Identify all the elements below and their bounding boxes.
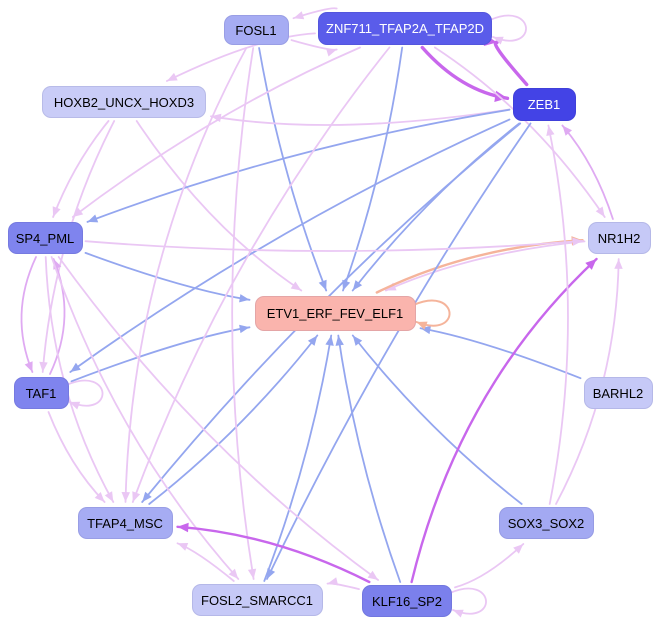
edge-znf711-tfap4 (131, 46, 391, 503)
edge-hoxb2-etv1 (135, 120, 303, 292)
node-znf711[interactable]: ZNF711_TFAP2A_TFAP2D (318, 11, 492, 45)
edge-sp4-taf1 (20, 256, 37, 373)
arrowhead-klf16-etv1 (335, 335, 344, 346)
edge-klf16-nr1h2 (410, 257, 598, 584)
edge-zeb1-taf1 (69, 118, 511, 373)
arrowhead-fosl1-fosl2 (247, 568, 257, 579)
edge-taf1-tfap4 (47, 411, 106, 503)
node-etv1[interactable]: ETV1_ERF_FEV_ELF1 (254, 295, 416, 331)
edge-fosl1-tfap4 (124, 47, 248, 503)
edge-barhl2-etv1 (419, 327, 582, 380)
arrowhead-zeb1-fosl2 (267, 568, 276, 579)
node-fosl2[interactable]: FOSL2_SMARCC1 (191, 584, 323, 616)
node-barhl2[interactable]: BARHL2 (583, 377, 653, 409)
edge-znf711-znf711 (489, 14, 527, 42)
arrowhead-zeb1-sp4 (87, 214, 99, 223)
arrowhead-sp4-nr1h2 (572, 237, 583, 246)
edge-klf16-etv1 (337, 334, 402, 583)
arrowhead-znf711-nr1h2 (595, 206, 605, 217)
arrowhead-sox3-etv1 (352, 335, 363, 346)
arrowhead-klf16-tfap4 (177, 522, 189, 533)
arrowhead-znf711-fosl1 (293, 11, 305, 20)
edge-znf711-nr1h2 (434, 46, 606, 218)
arrowhead-znf711-zeb1 (494, 90, 508, 102)
node-klf16[interactable]: KLF16_SP2 (362, 585, 452, 617)
edge-sp4-etv1 (84, 252, 251, 301)
edge-fosl1-fosl2 (231, 47, 255, 580)
edge-sp4-nr1h2 (84, 240, 584, 252)
node-sox3[interactable]: SOX3_SOX2 (498, 507, 594, 539)
edge-zeb1-znf711 (493, 40, 529, 87)
arrowhead-fosl1-tfap4 (121, 492, 130, 502)
edge-klf16-tfap4 (176, 525, 371, 584)
edge-fosl2-tfap4 (176, 542, 235, 582)
node-taf1[interactable]: TAF1 (13, 377, 69, 409)
node-fosl1[interactable]: FOSL1 (223, 15, 289, 45)
arrowhead-etv1-etv1 (416, 321, 428, 330)
edge-zeb1-fosl2 (266, 122, 532, 580)
edge-klf16-sox3 (454, 543, 525, 589)
arrowhead-fosl1-etv1 (318, 279, 327, 291)
arrowhead-sp4-taf1 (24, 361, 33, 372)
arrowhead-zeb1-taf1 (70, 362, 81, 372)
arrowhead-hoxb2-etv1 (290, 281, 302, 291)
arrowhead-taf1-etv1 (239, 324, 250, 334)
arrowhead-fosl1-znf711 (326, 48, 337, 57)
arrowhead-hoxb2-sp4 (52, 206, 61, 217)
node-sp4[interactable]: SP4_PML (7, 222, 83, 254)
arrowhead-hoxb2-taf1 (39, 361, 48, 372)
edge-znf711-etv1 (342, 46, 404, 292)
edge-klf16-klf16 (449, 587, 487, 615)
edge-etv1-etv1 (412, 299, 451, 327)
edge-fosl2-etv1 (263, 334, 333, 582)
arrowhead-fosl2-etv1 (325, 335, 334, 346)
arrowhead-sp4-klf16 (367, 570, 379, 580)
arrowhead-zeb1-etv1 (352, 280, 363, 291)
arrowhead-znf711-hoxb2 (166, 72, 178, 81)
edge-tfap4-etv1 (148, 334, 319, 505)
node-hoxb2[interactable]: HOXB2_UNCX_HOXD3 (42, 86, 206, 118)
node-tfap4[interactable]: TFAP4_MSC (77, 507, 173, 539)
edge-fosl1-etv1 (258, 47, 328, 292)
edge-hoxb2-sp4 (52, 120, 110, 218)
arrowhead-tfap4-etv1 (307, 335, 318, 346)
edge-znf711-zeb1 (420, 45, 510, 100)
edge-sp4-fosl2 (50, 256, 240, 580)
edge-zeb1-sp4 (86, 108, 511, 223)
arrowhead-znf711-etv1 (342, 279, 351, 291)
arrowhead-sox3-nr1h2 (614, 259, 623, 269)
arrowhead-znf711-tfap4 (132, 491, 141, 502)
arrowhead-taf1-tfap4 (94, 492, 105, 502)
edge-sox3-etv1 (351, 334, 523, 505)
edge-zeb1-etv1 (351, 122, 521, 292)
arrowhead-sp4-tfap4 (104, 491, 114, 502)
edge-taf1-taf1 (65, 379, 104, 407)
node-zeb1[interactable]: ZEB1 (512, 87, 576, 121)
edge-nr1h2-zeb1 (561, 124, 614, 220)
arrowhead-klf16-klf16 (453, 609, 464, 618)
edge-znf711-hoxb2 (166, 32, 316, 82)
arrowhead-klf16-sox3 (513, 544, 524, 554)
arrowhead-sox3-zeb1 (546, 125, 555, 136)
arrowhead-znf711-znf711 (493, 36, 504, 45)
arrowhead-fosl2-tfap4 (177, 543, 189, 551)
arrowhead-klf16-nr1h2 (585, 259, 597, 270)
arrowhead-taf1-taf1 (69, 401, 81, 410)
edge-taf1-etv1 (70, 326, 251, 383)
edge-sox3-zeb1 (547, 124, 569, 505)
arrowhead-nr1h2-zeb1 (562, 125, 572, 136)
node-nr1h2[interactable]: NR1H2 (587, 222, 651, 254)
edge-znf711-sp4 (71, 46, 361, 218)
arrowhead-klf16-fosl2 (327, 577, 339, 586)
arrowhead-zeb1-tfap4 (142, 491, 152, 502)
edge-sp4-klf16 (57, 256, 379, 581)
arrowhead-sp4-etv1 (239, 294, 250, 303)
arrowhead-sp4-fosl2 (228, 568, 239, 579)
edge-nr1h2-etv1 (384, 240, 586, 292)
edge-taf1-sp4 (49, 258, 66, 375)
